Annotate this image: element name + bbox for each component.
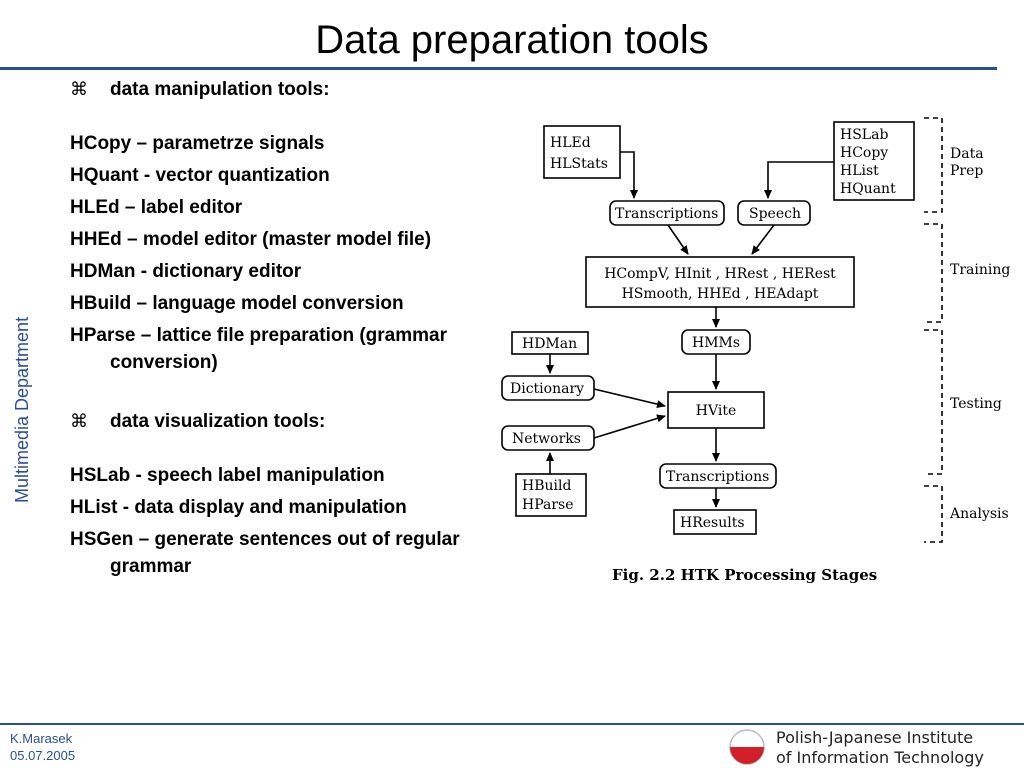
transcriptions-top-box	[609, 200, 725, 226]
institute-line-1: Polish-Japanese Institute	[776, 728, 974, 747]
section-heading-manipulation: ⌘ data manipulation tools:	[70, 76, 490, 103]
command-key-icon: ⌘	[70, 411, 88, 432]
label-hresults: HResults	[680, 515, 745, 531]
testing-bracket	[924, 329, 943, 475]
label-hlstats: HLStats	[550, 156, 608, 172]
label-hquant: HQuant	[840, 181, 896, 197]
section-heading-text: data manipulation tools:	[110, 79, 330, 100]
footer-date: 05.07.2005	[10, 748, 76, 763]
stage-data-prep-2: Prep	[950, 163, 983, 179]
htk-processing-diagram: HLEd HLStats HSLab HCopy HList HQuant Tr…	[498, 112, 1018, 592]
hresults-box	[673, 509, 757, 535]
label-hlist: HList	[840, 163, 879, 179]
tools-list: ⌘ data manipulation tools: HCopy – param…	[70, 76, 490, 585]
transcriptions-bottom-box	[659, 463, 777, 489]
slide-title: Data preparation tools	[315, 18, 709, 62]
label-training-tools-1: HCompV, HInit , HRest , HERest	[604, 266, 836, 282]
label-hled: HLEd	[550, 135, 591, 151]
list-item-hbuild: HBuild – language model conversion	[70, 293, 404, 314]
label-hcopy: HCopy	[840, 145, 888, 161]
hbuild-hparse-box	[515, 473, 587, 517]
command-key-icon: ⌘	[70, 79, 88, 100]
label-hmms: HMMs	[692, 335, 740, 351]
training-bracket	[924, 223, 943, 323]
footer-rule	[0, 723, 1024, 725]
footer-author: K.Marasek	[10, 731, 73, 746]
list-item-hquant: HQuant - vector quantization	[70, 165, 330, 186]
institute-logo	[729, 729, 765, 765]
label-hslab: HSLab	[840, 127, 888, 143]
list-item-hhed: HHEd – model editor (master model file)	[70, 229, 432, 250]
stage-data-prep-1: Data	[950, 146, 984, 162]
footer-author-block: K.Marasek 05.07.2005	[10, 730, 75, 764]
department-side-label: Multimedia Department	[12, 316, 32, 504]
list-item-hslab: HSLab - speech label manipulation	[70, 465, 385, 486]
list-item-hparse: HParse – lattice file preparation (gramm…	[70, 325, 447, 373]
label-transcriptions-bottom: Transcriptions	[666, 469, 769, 485]
label-hparse: HParse	[522, 497, 574, 513]
data-prep-bracket	[924, 117, 943, 213]
diagram-caption: Fig. 2.2 HTK Processing Stages	[612, 566, 877, 584]
stage-training: Training	[950, 262, 1010, 278]
hslab-group-box	[833, 121, 915, 201]
list-item-hdman: HDMan - dictionary editor	[70, 261, 302, 282]
list-item-hled: HLEd – label editor	[70, 197, 243, 218]
dictionary-box	[501, 375, 595, 401]
list-item-hcopy: HCopy – parametrze signals	[70, 133, 325, 154]
label-networks: Networks	[512, 431, 581, 447]
label-dictionary: Dictionary	[510, 381, 584, 397]
stage-testing: Testing	[950, 396, 1002, 412]
label-training-tools-2: HSmooth, HHEd , HEAdapt	[622, 286, 819, 302]
list-item-hsgen: HSGen – generate sentences out of regula…	[70, 529, 460, 577]
title-underline	[0, 67, 997, 70]
label-speech: Speech	[749, 206, 801, 222]
label-hbuild: HBuild	[522, 478, 571, 494]
section-heading-visualization: ⌘ data visualization tools:	[70, 408, 490, 435]
stage-analysis: Analysis	[949, 506, 1009, 522]
section-heading-text: data visualization tools:	[110, 411, 326, 432]
analysis-bracket	[924, 485, 943, 543]
diagram-svg: HLEd HLStats HSLab HCopy HList HQuant Tr…	[501, 117, 1010, 584]
label-hdman: HDMan	[522, 336, 577, 352]
training-tools-box	[585, 256, 855, 308]
institute-name: Polish-Japanese Institute of Information…	[776, 728, 984, 768]
institute-line-2: of Information Technology	[776, 748, 984, 767]
list-item-hlist: HList - data display and manipulation	[70, 497, 407, 518]
label-transcriptions-top: Transcriptions	[615, 206, 718, 222]
label-hvite: HVite	[696, 403, 736, 419]
